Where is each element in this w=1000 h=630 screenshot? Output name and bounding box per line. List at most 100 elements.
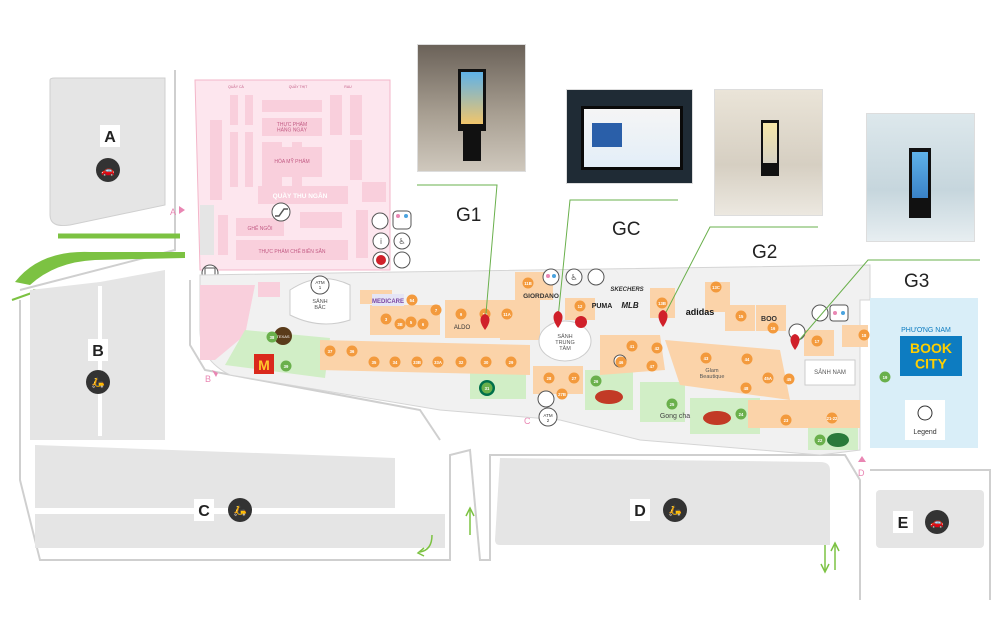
parking-c[interactable] bbox=[35, 445, 445, 548]
unit-34-marker bbox=[389, 356, 401, 368]
hall-central-label: SẢNH bbox=[557, 333, 572, 340]
motorbike-icon bbox=[86, 370, 110, 394]
store-31 bbox=[470, 373, 526, 399]
svg-text:3B: 3B bbox=[397, 322, 402, 327]
store-23 bbox=[748, 400, 860, 428]
svg-text:13C: 13C bbox=[712, 285, 720, 290]
svg-text:15: 15 bbox=[739, 314, 744, 319]
unit-38-marker bbox=[266, 331, 278, 343]
escalator-icon bbox=[271, 202, 291, 222]
unit-9-marker bbox=[455, 308, 467, 320]
unit-47-marker bbox=[646, 360, 658, 372]
unit-24-marker bbox=[735, 408, 747, 420]
store-beauty-block[interactable] bbox=[200, 285, 255, 360]
unit-6-marker bbox=[417, 318, 429, 330]
svg-text:32: 32 bbox=[459, 360, 464, 365]
unit-48-marker bbox=[740, 382, 752, 394]
svg-text:11B: 11B bbox=[524, 281, 531, 286]
photo-screen-gc[interactable] bbox=[566, 89, 693, 184]
svg-text:28: 28 bbox=[547, 376, 552, 381]
svg-text:41: 41 bbox=[630, 344, 635, 349]
screen-label-g2: G2 bbox=[752, 242, 777, 263]
svg-text:TEXAS: TEXAS bbox=[276, 334, 289, 339]
unit-16-marker bbox=[767, 322, 779, 334]
unit-27B-marker bbox=[556, 388, 568, 400]
medical-icon bbox=[372, 251, 390, 269]
store-11a bbox=[500, 300, 540, 340]
svg-text:3: 3 bbox=[385, 317, 388, 322]
parking-c-letter: C bbox=[198, 503, 210, 520]
checkout-label: QUẦY THU NGÂN bbox=[273, 190, 328, 200]
unit-46-marker bbox=[615, 356, 627, 368]
entrance-a-label: A bbox=[170, 207, 176, 217]
store-group-mcdonalds-texas bbox=[225, 330, 330, 378]
svg-text:37: 37 bbox=[328, 349, 333, 354]
unit-11A-marker bbox=[501, 308, 513, 320]
svg-text:38: 38 bbox=[270, 335, 275, 340]
unit-25-marker bbox=[666, 398, 678, 410]
svg-text:45A: 45A bbox=[764, 376, 772, 381]
parking-a[interactable] bbox=[49, 77, 166, 226]
svg-text:35: 35 bbox=[372, 360, 377, 365]
svg-text:29: 29 bbox=[509, 360, 514, 365]
pin-g1-icon bbox=[480, 314, 490, 330]
unit-28-marker bbox=[543, 372, 555, 384]
svg-text:16: 16 bbox=[771, 326, 776, 331]
svg-text:46: 46 bbox=[619, 360, 624, 365]
photo-screen-g3[interactable] bbox=[866, 113, 975, 242]
wheelchair-icon: ♿ bbox=[565, 268, 583, 286]
photo-screen-g2[interactable] bbox=[714, 89, 823, 216]
svg-text:45: 45 bbox=[787, 377, 792, 382]
store-25 bbox=[640, 382, 685, 422]
parking-d[interactable] bbox=[495, 458, 830, 545]
toilet-icon bbox=[542, 268, 560, 286]
parking-b[interactable] bbox=[30, 270, 165, 440]
unit-41-marker bbox=[626, 340, 638, 352]
gongcha-logo: Gong cha bbox=[660, 413, 690, 420]
screen-leaders bbox=[417, 184, 980, 346]
kiosk-icon bbox=[761, 120, 779, 176]
svg-text:18: 18 bbox=[862, 333, 867, 338]
parking-badges: A🚗B🛵C🛵D🛵E🚗 bbox=[86, 125, 949, 534]
svg-text:27B: 27B bbox=[558, 392, 566, 397]
photo-screen-g1[interactable] bbox=[417, 44, 526, 172]
svg-text:43: 43 bbox=[704, 356, 709, 361]
hall-north-label: SẢNH bbox=[312, 298, 327, 305]
motorbike-icon bbox=[663, 498, 687, 522]
traffic-arrows bbox=[416, 506, 840, 574]
svg-text:31: 31 bbox=[485, 386, 490, 391]
unit-27-marker bbox=[568, 372, 580, 384]
display-icon bbox=[581, 106, 683, 170]
svg-text:36: 36 bbox=[350, 349, 355, 354]
svg-text:24: 24 bbox=[739, 412, 744, 417]
store-small-pink[interactable] bbox=[258, 282, 280, 297]
svg-text:26: 26 bbox=[594, 379, 599, 384]
unit-3-marker bbox=[380, 313, 392, 325]
mcdonalds-logo bbox=[254, 354, 274, 374]
unit-13B-marker bbox=[656, 297, 668, 309]
svg-text:23: 23 bbox=[784, 418, 789, 423]
unit-33A-marker bbox=[432, 356, 444, 368]
boo-logo: BOO bbox=[761, 316, 778, 323]
svg-text:6: 6 bbox=[422, 322, 425, 327]
unit-32-marker bbox=[455, 356, 467, 368]
hall-south[interactable]: SẢNH NAM bbox=[804, 359, 856, 386]
parking-d-badge bbox=[630, 499, 650, 521]
entrance-c-label: C bbox=[524, 416, 531, 426]
screen-label-g1: G1 bbox=[456, 205, 481, 226]
unit-39-marker bbox=[280, 360, 292, 372]
unit-33B-marker bbox=[411, 356, 423, 368]
screen-pins[interactable] bbox=[480, 310, 800, 350]
store-22-logo bbox=[827, 433, 849, 447]
svg-text:17: 17 bbox=[815, 339, 820, 344]
svg-text:44: 44 bbox=[745, 357, 750, 362]
